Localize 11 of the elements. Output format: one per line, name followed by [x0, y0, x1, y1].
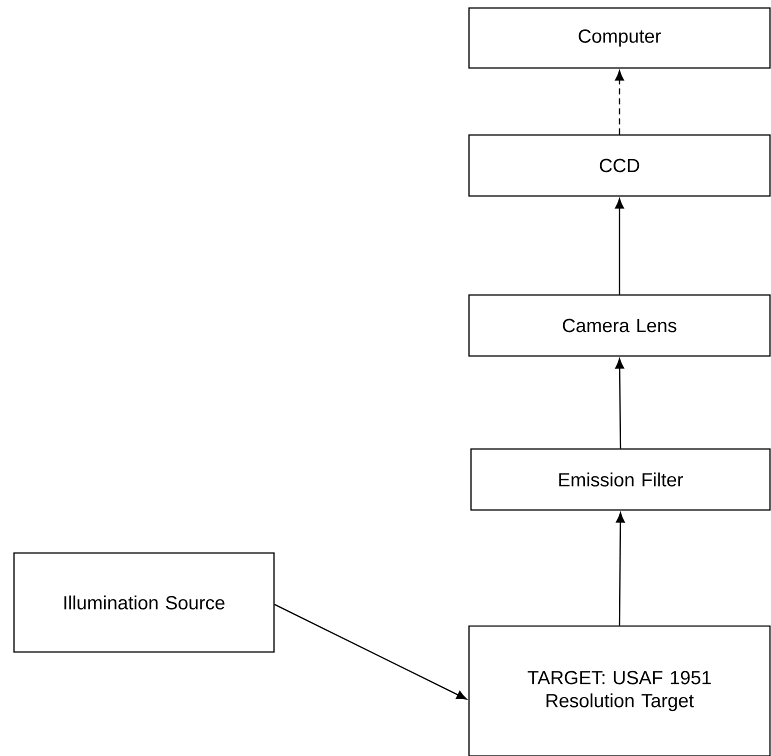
process-box: Computer: [468, 7, 771, 69]
process-box: Illumination Source: [13, 552, 275, 653]
arrow: [616, 512, 625, 626]
arrow: [615, 198, 624, 294]
arrow: [274, 604, 467, 700]
arrow: [615, 70, 624, 134]
process-box: Camera Lens: [468, 294, 771, 357]
arrow: [615, 358, 624, 448]
process-box: Emission Filter: [470, 448, 771, 511]
process-box: TARGET: USAF 1951 Resolution Target: [468, 625, 771, 756]
process-box: CCD: [468, 134, 771, 197]
